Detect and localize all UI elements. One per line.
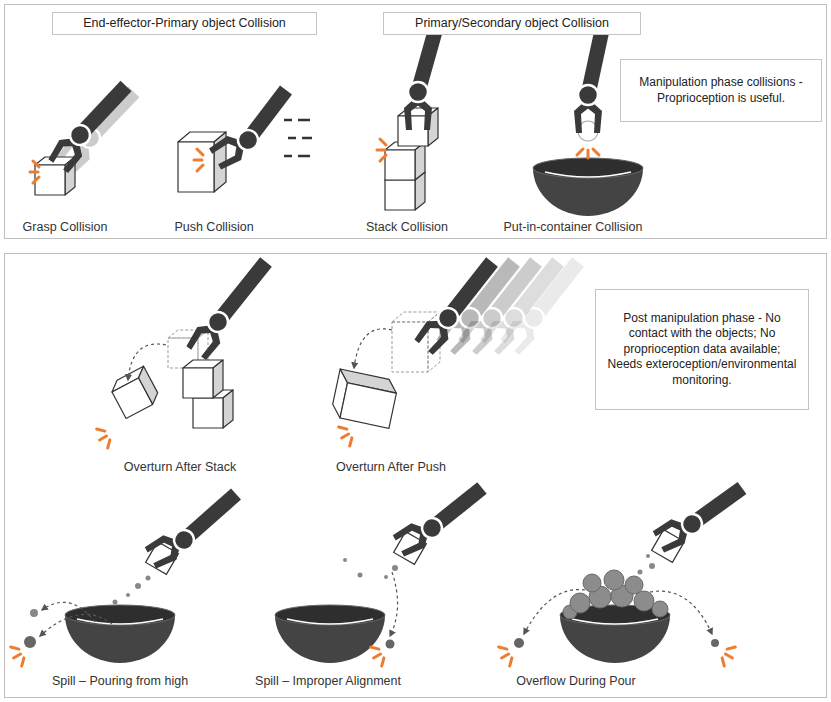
overflow-figure (649, 563, 655, 569)
overturn-push-figure (336, 424, 355, 448)
note-box: Post manipulation phase - No contact wit… (595, 289, 809, 410)
spill-high-figure (30, 576, 151, 618)
overturn-stack-figure (183, 360, 223, 398)
overturn-stack-figure (108, 366, 161, 418)
spill-alignment-figure (390, 572, 398, 636)
overflow-figure (650, 591, 712, 634)
overflow-figure (496, 644, 515, 668)
overturn-push-figure (354, 329, 392, 368)
spill-alignment-figure (386, 640, 395, 649)
figure-caption-label: Grasp Collision (21, 220, 110, 235)
figure-caption-label: Overturn After Stack (122, 460, 239, 475)
figure-caption-label: Put-in-container Collision (502, 220, 645, 235)
panel-frame (5, 254, 827, 698)
overflow-figure (638, 554, 656, 575)
grasp-collision-figure (30, 86, 134, 195)
note-box: Manipulation phase collisions - Proprioc… (620, 59, 822, 122)
overflow-figure (583, 574, 601, 592)
figure-caption-label: Overflow During Pour (514, 674, 638, 689)
spill-high-figure (65, 605, 175, 663)
overturn-stack-figure (128, 344, 166, 380)
overturn-push-figure (330, 262, 578, 448)
overflow-figure (719, 644, 738, 668)
section-header-box: End-effector-Primary object Collision (52, 12, 317, 34)
overflow-figure (646, 554, 650, 558)
spill-high-figure (126, 593, 130, 597)
box-text: Primary/Secondary object Collision (415, 15, 609, 31)
container-collision-figure (533, 30, 643, 216)
push-collision-figure (178, 90, 312, 192)
figure-caption-label: Spill – Pouring from high (50, 674, 190, 689)
overturn-stack-figure (94, 426, 113, 450)
spill-alignment-figure (275, 605, 385, 663)
stack-collision-figure (385, 142, 425, 180)
container-collision-figure (577, 149, 599, 158)
spill-alignment-figure (358, 573, 363, 578)
spill-high-figure (24, 636, 36, 648)
spill-high-figure (30, 609, 38, 617)
figure-caption-label: Overturn After Push (334, 460, 448, 475)
push-collision-figure (178, 132, 226, 192)
overturn-stack-figure (218, 262, 266, 322)
push-collision-figure (208, 123, 264, 171)
spill-high-figure (146, 576, 151, 581)
overflow-figure (563, 570, 668, 619)
overturn-push-figure (330, 369, 399, 428)
figure-caption-label: Push Collision (172, 220, 255, 235)
overturn-push-figure (413, 301, 465, 356)
box-text: End-effector-Primary object Collision (83, 15, 286, 31)
spill-high-figure (113, 600, 118, 605)
overflow-figure (652, 601, 668, 617)
stack-collision-figure (404, 82, 432, 130)
container-collision-figure (574, 85, 602, 133)
panel-frame (5, 5, 827, 239)
spill-alignment-figure (392, 565, 398, 571)
stack-collision-figure (377, 28, 438, 210)
box-text: Manipulation phase collisions - Proprioc… (631, 75, 811, 106)
box-text: Post manipulation phase - No contact wit… (606, 311, 798, 389)
section-header-box: Primary/Secondary object Collision (383, 12, 641, 34)
grasp-collision-figure (47, 119, 97, 174)
stack-collision-figure (377, 139, 386, 161)
push-collision-figure (194, 149, 203, 171)
overflow-figure (524, 590, 585, 634)
spill-alignment-figure (384, 575, 388, 579)
spill-high-figure (42, 602, 95, 622)
spill-alignment-figure (343, 558, 398, 579)
stack-collision-figure (398, 108, 438, 146)
overflow-figure (638, 570, 643, 575)
spill-high-figure (8, 644, 27, 668)
overturn-stack-figure (94, 262, 266, 450)
spill-high-figure (8, 494, 236, 668)
overflow-figure (625, 576, 643, 594)
figure-caption-label: Spill – Improper Alignment (253, 674, 403, 689)
spill-alignment-figure (275, 488, 482, 668)
overturn-push-figure (392, 312, 440, 372)
overflow-figure (496, 488, 742, 668)
spill-alignment-figure (392, 511, 448, 558)
overturn-stack-figure (185, 306, 235, 361)
figure-caption-label: Stack Collision (364, 220, 450, 235)
overflow-figure (711, 639, 719, 647)
spill-high-figure (135, 583, 141, 589)
spill-alignment-figure (343, 558, 347, 562)
overflow-figure (514, 638, 524, 648)
overflow-figure (570, 593, 590, 613)
spill-high-figure (144, 523, 200, 570)
spill-alignment-figure (368, 644, 387, 668)
spill-high-figure (40, 614, 112, 636)
overflow-figure (604, 570, 624, 590)
push-collision-figure (284, 120, 312, 156)
grasp-collision-figure (30, 161, 39, 183)
overflow-figure (652, 507, 708, 554)
container-collision-figure (533, 158, 643, 216)
